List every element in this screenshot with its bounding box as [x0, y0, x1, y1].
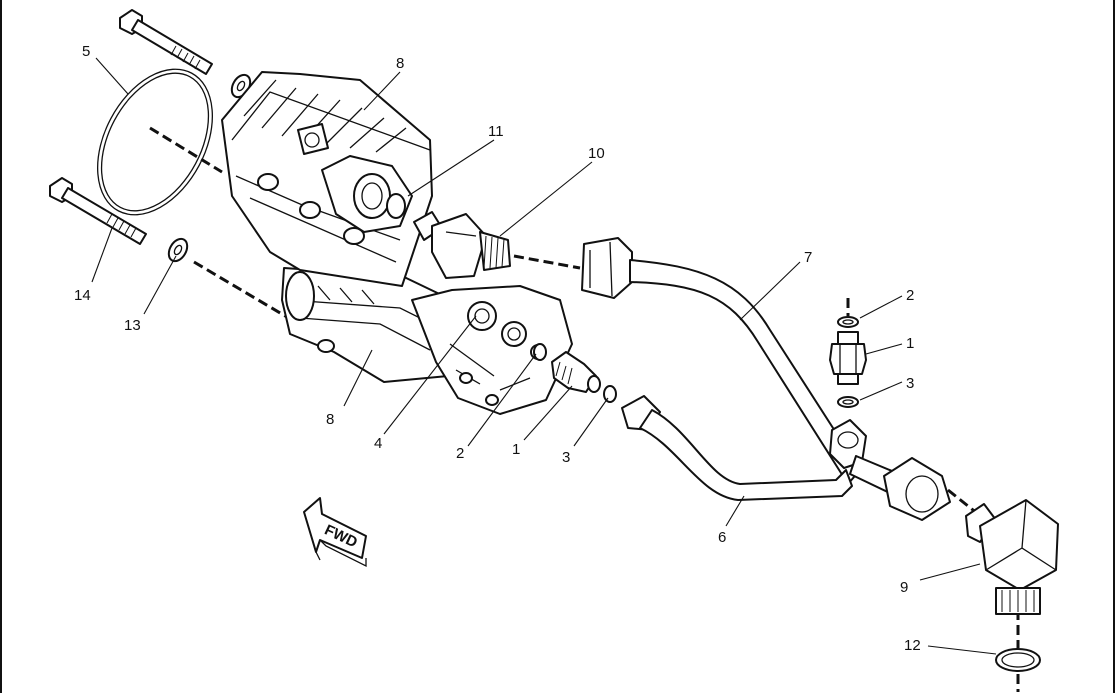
callout-8-lower: 8 — [326, 411, 334, 428]
callout-3-lower: 3 — [562, 449, 570, 466]
washer-lower-part — [167, 237, 189, 263]
callout-3-upper: 3 — [906, 375, 914, 392]
washer-3-lower-part — [603, 385, 617, 403]
fuel-pipe-lower-part — [621, 395, 905, 501]
seal-ring-part — [995, 648, 1041, 672]
callout-1-lower: 1 — [512, 441, 520, 458]
fuel-pump-assembly-part — [221, 71, 573, 415]
callout-9: 9 — [900, 579, 908, 596]
fuel-pipe-upper-part — [581, 237, 861, 485]
callout-8-upper: 8 — [396, 55, 404, 72]
bolt-upper-part — [119, 9, 213, 75]
callout-4: 4 — [374, 435, 382, 452]
callout-12: 12 — [904, 637, 921, 654]
leader-lines — [91, 57, 997, 655]
callout-2-upper: 2 — [906, 287, 914, 304]
callout-labels: 5 8 11 10 7 2 1 3 14 13 8 4 2 1 3 6 9 12 — [74, 43, 921, 654]
callout-6: 6 — [718, 529, 726, 546]
callout-1-upper: 1 — [906, 335, 914, 352]
bolt-lower-part — [49, 177, 147, 245]
callout-2-lower: 2 — [456, 445, 464, 462]
callout-14: 14 — [74, 287, 91, 304]
centerline-lower-bolt — [193, 260, 293, 322]
fwd-direction-arrow: FWD — [303, 497, 367, 568]
fitting-upper-part — [829, 331, 867, 385]
elbow-fitting-pump-part — [413, 211, 511, 279]
washer-2-lower-part — [533, 343, 547, 361]
elbow-fitting-large-part — [883, 457, 1059, 615]
callout-7: 7 — [804, 249, 812, 266]
centerline-pipe-7 — [513, 254, 581, 270]
washer-3-upper-part — [837, 396, 859, 408]
callout-11: 11 — [488, 123, 504, 140]
centerline-elbow — [947, 488, 979, 516]
fitting-lower-part — [551, 351, 601, 393]
washer-2-upper-part — [837, 316, 859, 328]
callout-5: 5 — [82, 43, 90, 60]
callout-13: 13 — [124, 317, 141, 334]
gasket-ring-part — [96, 68, 214, 216]
callout-10: 10 — [588, 145, 605, 162]
